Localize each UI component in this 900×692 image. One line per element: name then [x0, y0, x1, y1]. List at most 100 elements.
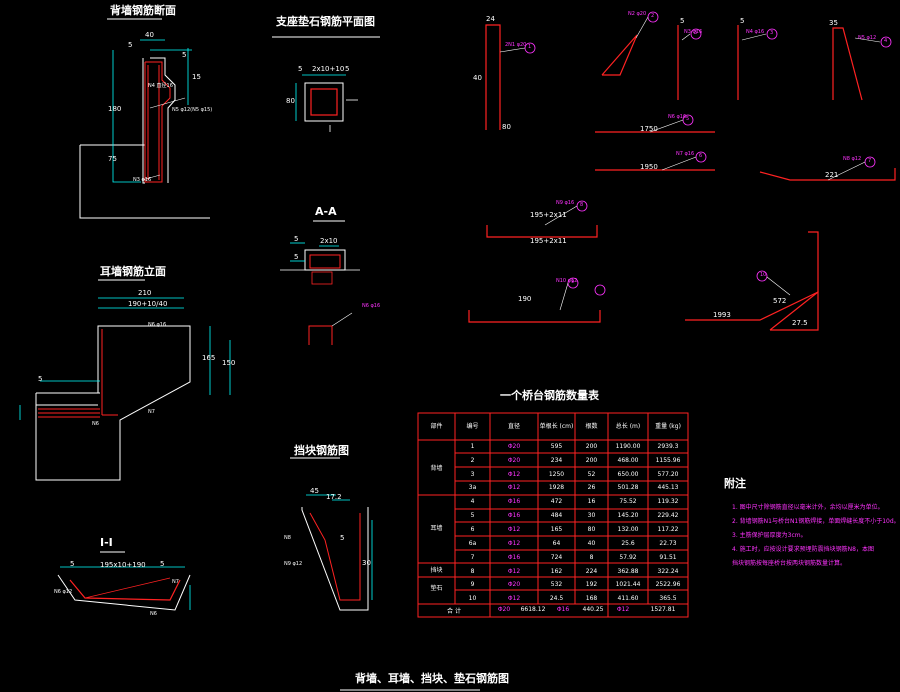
dim-text: 17.2: [326, 493, 342, 501]
rebar-mark: 9: [571, 279, 575, 285]
rebar-spec: N8 φ12: [843, 156, 862, 162]
section-aa: [280, 220, 360, 345]
support-pad-plan: [272, 36, 380, 132]
table-cell: 117.22: [657, 526, 679, 533]
leader-lines: [499, 16, 881, 311]
dim-text: 195x10+190: [100, 561, 146, 569]
rebar-spec: N4 φ16: [746, 29, 765, 35]
support-plan-title: 支座垫石钢筋平面图: [276, 15, 375, 28]
table-cell: 724: [550, 554, 563, 561]
table-total: Φ12: [616, 606, 630, 613]
ear-wall-elevation: [19, 279, 231, 481]
table-cell: 501.28: [617, 484, 639, 491]
table-cell: 1: [470, 443, 475, 450]
table-cell: 200: [585, 457, 598, 464]
dim-text: 210: [138, 289, 152, 297]
ear-wall-title: 耳墙钢筋立面: [100, 265, 166, 278]
dim-text: 27.5: [792, 319, 808, 327]
table-cell: 9: [470, 581, 475, 588]
table-group: 耳墙: [430, 525, 443, 532]
table-cell: 4: [470, 498, 475, 505]
dim-text: 1750: [640, 125, 658, 133]
dim-text: 5: [294, 253, 299, 261]
table-cell: Φ16: [507, 554, 521, 561]
rebar-spec: N3 φ16: [684, 29, 703, 35]
rebar-note: N6: [150, 611, 157, 617]
table-total: Φ20: [497, 606, 511, 613]
table-cell: 7: [470, 554, 475, 561]
dim-text: 5: [294, 235, 299, 243]
table-cell: 24.5: [549, 595, 564, 602]
table-cell: 192: [585, 581, 598, 588]
table-cell: Φ12: [507, 526, 521, 533]
section-11: [57, 551, 191, 611]
dim-text: 5: [38, 375, 43, 383]
table-cell: Φ20: [507, 443, 521, 450]
table-cell: 165: [550, 526, 563, 533]
table-cell: 91.51: [659, 554, 677, 561]
bottom-title: 背墙、耳墙、挡块、垫石钢筋图: [355, 672, 509, 685]
dim-text: 5: [680, 17, 685, 25]
table-cell: Φ16: [507, 498, 521, 505]
table-cell: 52: [587, 471, 596, 478]
rebar-mark: 3: [770, 30, 774, 36]
dim-text: 2x10: [320, 237, 338, 245]
table-cell: 1250: [548, 471, 565, 478]
table-header: 单根长 (cm): [539, 423, 574, 430]
table-cell: 468.00: [617, 457, 639, 464]
table-cell: 8: [470, 568, 475, 575]
dim-text: 35: [829, 19, 838, 27]
table-cell: 8: [589, 554, 594, 561]
table-group: 背墙: [430, 465, 443, 472]
rebar-mark: 10: [760, 272, 767, 278]
note-item: 4. 施工时，应按设计要求预埋防震挡块钢筋N8，本图: [732, 546, 874, 553]
table-cell: 2939.3: [657, 443, 679, 450]
table-cell: Φ16: [507, 512, 521, 519]
section-aa-title: A-A: [315, 205, 337, 218]
rebar-spec: N5 φ12: [858, 35, 877, 41]
table-cell: Φ12: [507, 471, 521, 478]
table-cell: 145.20: [617, 512, 639, 519]
table-cell: 577.20: [657, 471, 679, 478]
dim-text: 40: [145, 31, 154, 39]
rebar-spec: N7 φ16: [676, 151, 695, 157]
rebar-note: N8: [284, 535, 291, 541]
rebar-note: N6 φ16: [148, 322, 167, 328]
table-cell: 64: [552, 540, 561, 547]
table-total-label: 合 计: [447, 608, 461, 615]
dim-text: 190: [518, 295, 532, 303]
rebar-mark: 5: [686, 116, 690, 122]
table-cell: 119.32: [657, 498, 679, 505]
table-cell: 362.88: [617, 568, 639, 575]
table-cell: 1190.00: [615, 443, 641, 450]
dim-text: 1950: [640, 163, 658, 171]
table-group: 挡块: [430, 567, 443, 574]
rebar-note: N7: [172, 579, 179, 585]
table-cell: Φ12: [507, 484, 521, 491]
rebar-note: N9 φ12: [284, 561, 303, 567]
table-cell: 5: [470, 512, 475, 519]
table-cell: 57.92: [619, 554, 637, 561]
dim-text: 572: [773, 297, 787, 305]
table-cell: 30: [587, 512, 596, 519]
table-header: 总长 (m): [615, 423, 641, 430]
note-item: 挡块钢筋按每座桥台按两块钢筋数量计算。: [732, 560, 847, 567]
rebar-note: N6 φ12: [54, 589, 73, 595]
dim-text: 30: [362, 559, 371, 567]
rebar-mark: 2: [651, 13, 655, 19]
table-cell: 234: [550, 457, 563, 464]
dim-text: 2x10+10: [312, 65, 345, 73]
rebar-mark: 7: [868, 158, 872, 164]
table-header: 部件: [430, 423, 443, 430]
table-cell: 365.5: [659, 595, 677, 602]
rebar-spec: N6 φ16: [668, 114, 687, 120]
rebar-note: N6: [92, 421, 99, 427]
table-header: 根数: [585, 423, 598, 430]
note-item: 3. 主筋保护层厚度为3cm。: [732, 532, 807, 539]
rebar-mark: 8: [580, 202, 584, 208]
table-cell: 472: [550, 498, 563, 505]
stop-block-title: 挡块钢筋图: [294, 444, 349, 457]
dim-text: 5: [340, 534, 345, 542]
